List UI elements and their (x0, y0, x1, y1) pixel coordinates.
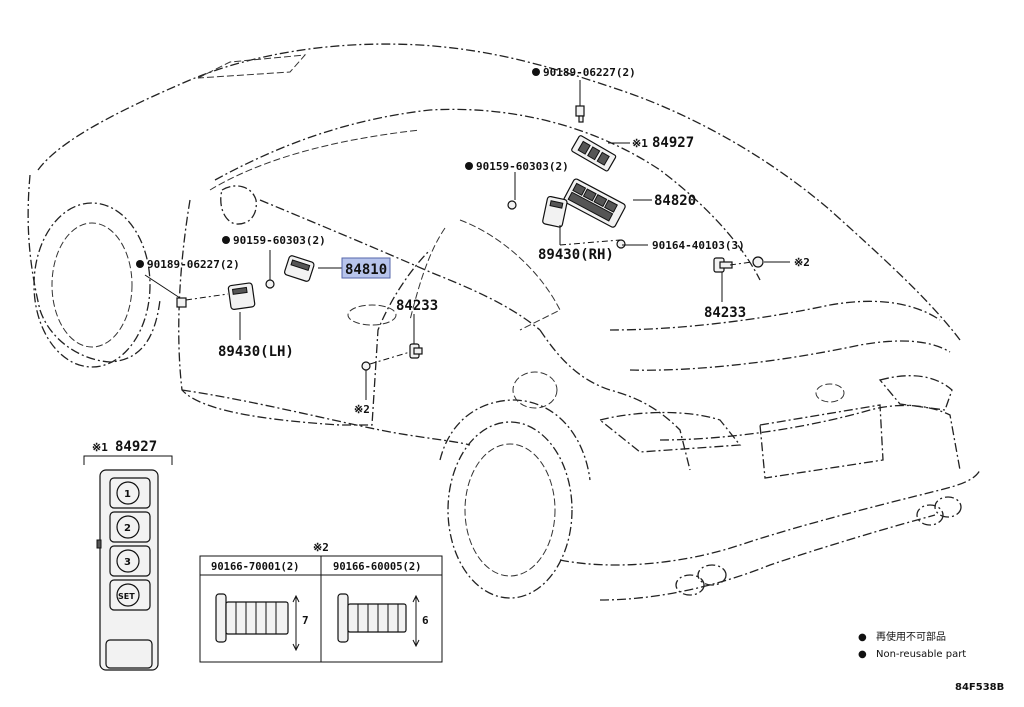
label-bolt-mid-rh[interactable]: 90159-60303(2) (476, 160, 569, 173)
car-tail-lamp-left (598, 411, 742, 453)
svg-text:1: 1 (124, 489, 131, 500)
screw-60005-drawing[interactable] (337, 593, 420, 648)
screw-table-col1-part[interactable]: 90166-70001(2) (211, 561, 300, 573)
car-rear-wheel (447, 421, 573, 599)
car-license-plate (759, 404, 884, 479)
nonreusable-dot-icon (532, 68, 540, 76)
detail-switch-84927: ※1 84927 1 2 3 SET (83, 439, 173, 671)
car-rear-quarter (539, 329, 691, 471)
label-note2-lh: ※2 (354, 403, 370, 416)
detail-button-set[interactable]: SET (109, 579, 151, 611)
legend-text-en: Non-reusable part (876, 649, 966, 660)
module-lh-part[interactable] (227, 282, 256, 310)
label-bracket-rh[interactable]: 84233 (704, 305, 746, 321)
car-trunk-lip (629, 340, 951, 371)
car-rear-wheel-inner (464, 443, 556, 577)
car-door-handle (347, 304, 397, 326)
bracket-lh-part[interactable] (409, 343, 423, 359)
car-sunroof (197, 54, 307, 79)
legend-symbol-1: ● (858, 632, 867, 643)
car-rear-door-frame (459, 219, 561, 331)
car-outline (27, 43, 981, 601)
screw-rh-lower-part[interactable] (616, 239, 626, 249)
label-note2-rh: ※2 (794, 256, 810, 269)
detail-title-note: ※1 (92, 441, 108, 454)
detail-switch-tab (96, 539, 102, 549)
car-windshield-base (209, 129, 421, 191)
screw-table-title: ※2 (313, 541, 329, 554)
label-switch-lh-main[interactable]: 84810 (345, 262, 387, 278)
car-hood-contour (37, 43, 961, 341)
screw-70001-drawing[interactable] (215, 593, 300, 652)
car-roof-line (214, 108, 761, 281)
car-front-wheel-inner (51, 222, 133, 348)
car-front-fender (27, 174, 161, 363)
detail-bracket-line (83, 455, 173, 465)
label-bolt-rh-lower[interactable]: 90164-40103(3) (652, 239, 745, 252)
label-switch-rh-main[interactable]: 84820 (654, 193, 696, 209)
switch-lh-main-part[interactable] (283, 255, 315, 282)
detail-switch-connector (105, 639, 153, 669)
car-lower-diffuser (599, 514, 936, 601)
bracket-rh-part[interactable] (713, 257, 733, 273)
leader-lines (144, 80, 790, 400)
clip-lh-part[interactable] (176, 279, 275, 308)
highlight-box (341, 257, 391, 279)
screw-table: ※2 90166-70001(2) 90166-60005(2) 7 6 (199, 541, 443, 663)
car-window-frame (259, 199, 541, 331)
car-b-pillar (409, 227, 446, 321)
label-bolt-top[interactable]: 90189-06227(2) (543, 66, 636, 79)
label-module-lh[interactable]: 89430(LH) (218, 344, 294, 360)
label-switch-rh-top-note: ※1 (632, 137, 648, 150)
screw-lh-part[interactable] (361, 361, 371, 371)
car-rear-bumper (559, 469, 981, 566)
screw-60005-dim: 6 (422, 614, 429, 627)
detail-button-3[interactable]: 3 (109, 545, 151, 577)
clip-rh-top-part[interactable] (575, 105, 585, 123)
callout-labels: 90189-06227(2) ※1 84927 90159-60303(2) 8… (136, 66, 810, 416)
svg-text:SET: SET (118, 592, 135, 601)
car-rear-arch (439, 399, 591, 481)
screw-rh-part[interactable] (752, 256, 764, 268)
switch-rh-small-part[interactable] (571, 135, 617, 172)
legend-symbol-2: ● (858, 649, 867, 660)
screw-table-col2-part[interactable]: 90166-60005(2) (333, 561, 422, 573)
nonreusable-dot-icon (465, 162, 473, 170)
car-exhaust (675, 496, 962, 596)
nonreusable-dot-icon (136, 260, 144, 268)
car-emblem (815, 383, 845, 403)
label-switch-rh-top[interactable]: 84927 (652, 135, 694, 151)
label-module-rh[interactable]: 89430(RH) (538, 247, 614, 263)
car-rear-deck (609, 300, 941, 331)
label-bolt-lh-left[interactable]: 90189-06227(2) (147, 258, 240, 271)
car-side-sill (181, 389, 471, 446)
car-fuel-cap (512, 371, 558, 409)
svg-text:3: 3 (124, 557, 131, 568)
car-front-door-outline (178, 199, 431, 426)
car-trunk-lid (659, 404, 961, 471)
detail-title-part[interactable]: 84927 (115, 439, 157, 455)
detail-button-1[interactable]: 1 (109, 477, 151, 509)
nonreusable-dot-icon (222, 236, 230, 244)
car-front-wheel (33, 202, 151, 368)
label-bolt-mid-lh[interactable]: 90159-60303(2) (233, 234, 326, 247)
legend: ● 再使用不可部品 ● Non-reusable part (858, 630, 966, 660)
bolt-rh-mid-part[interactable] (507, 200, 517, 210)
label-bracket-lh[interactable]: 84233 (396, 298, 438, 314)
svg-text:2: 2 (124, 523, 131, 534)
legend-text-jp: 再使用不可部品 (876, 630, 946, 643)
switch-rh-main-part[interactable] (563, 178, 626, 228)
car-side-mirror (220, 185, 257, 225)
diagram-code: 84F538B (955, 682, 1004, 693)
module-rh-part[interactable] (542, 195, 568, 228)
screw-70001-dim: 7 (302, 614, 309, 627)
car-tail-lamp-right (878, 375, 953, 411)
detail-button-2[interactable]: 2 (109, 511, 151, 543)
